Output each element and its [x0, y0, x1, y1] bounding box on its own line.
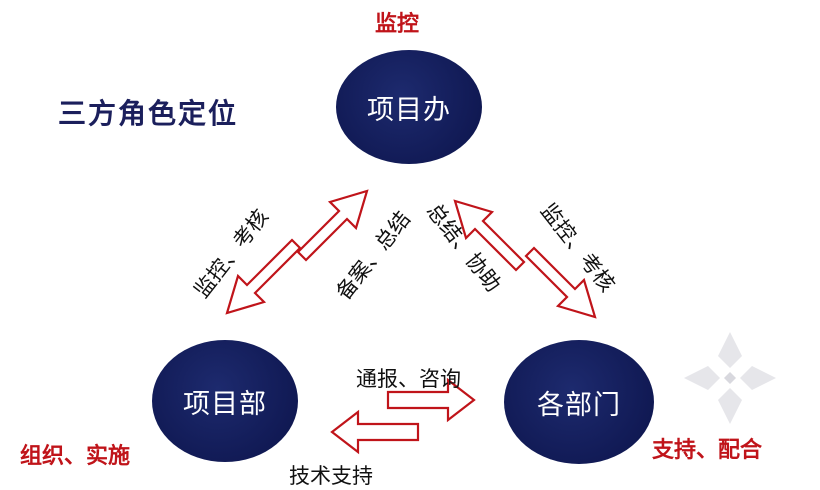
- node-project-office-label: 项目办: [367, 94, 451, 126]
- node-project-department: 项目部: [152, 340, 298, 462]
- arrow-left-to-right: [386, 377, 476, 423]
- arrow-right-to-top: [453, 199, 526, 272]
- top-node-role-label: 监控: [375, 12, 420, 37]
- arrow-left-to-top: [296, 189, 369, 262]
- watermark-logo-icon: [684, 332, 776, 424]
- left-node-role-label: 组织、实施: [20, 444, 131, 469]
- edge-label-right-to-left: 技术支持: [289, 464, 373, 488]
- diagram-title: 三方角色定位: [58, 97, 239, 130]
- right-node-role-label: 支持、配合: [652, 438, 763, 463]
- edge-label-left-to-right: 通报、咨询: [356, 367, 461, 391]
- arrow-right-to-left: [330, 409, 420, 455]
- arrow-top-to-left: [225, 238, 302, 315]
- node-project-office: 项目办: [336, 50, 482, 164]
- node-departments: 各部门: [504, 340, 654, 464]
- node-project-department-label: 项目部: [183, 388, 267, 420]
- arrow-top-to-right: [524, 246, 597, 319]
- node-departments-label: 各部门: [537, 389, 621, 421]
